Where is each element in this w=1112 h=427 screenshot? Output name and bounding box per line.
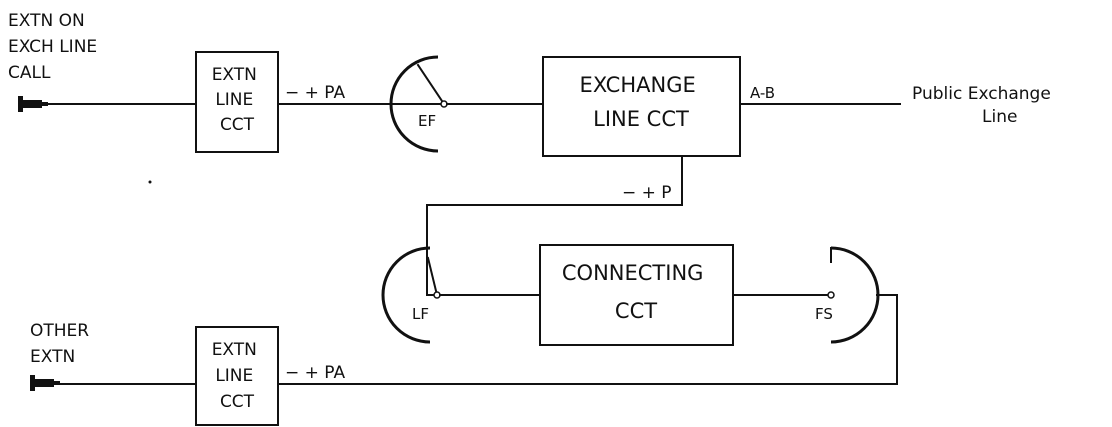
wire-exchange-to-lf — [426, 155, 683, 296]
public-exchange-line-label: Public Exchange Line — [912, 84, 1056, 127]
exchange-line-cct-label: EXCHANGE LINE CCT — [580, 73, 703, 131]
ef-switch-arm — [416, 63, 446, 106]
bottom-left-label: OTHER EXTN — [30, 321, 95, 367]
extn-line-cct-box-top — [195, 51, 279, 153]
pa-label-bottom: − + PA — [285, 363, 345, 383]
top-left-label: EXTN ON EXCH LINE CALL — [8, 11, 103, 83]
fs-label: FS — [815, 305, 833, 323]
top-plug-icon — [18, 96, 48, 112]
lf-switch-arc — [381, 246, 431, 344]
exchange-line-cct-box — [542, 56, 741, 157]
wire-fs-to-bottom — [277, 294, 898, 385]
lf-label: LF — [412, 305, 429, 323]
p-label: − + P — [622, 183, 672, 203]
speck — [148, 180, 152, 184]
connecting-cct-label: CONNECTING CCT — [562, 261, 710, 323]
lf-switch-arm — [426, 256, 439, 297]
bottom-plug-icon — [30, 375, 60, 391]
extn-line-cct-top-label: EXTN LINE CCT — [212, 65, 263, 135]
extn-line-cct-bottom-label: EXTN LINE CCT — [212, 340, 263, 412]
ab-label: A-B — [750, 84, 775, 102]
connecting-cct-box — [539, 244, 734, 346]
extn-line-cct-box-bottom — [195, 326, 279, 426]
pa-label-top: − + PA — [285, 83, 345, 103]
ef-switch-arc — [389, 55, 439, 153]
fs-switch-arc — [830, 246, 880, 344]
ef-label: EF — [418, 112, 436, 130]
